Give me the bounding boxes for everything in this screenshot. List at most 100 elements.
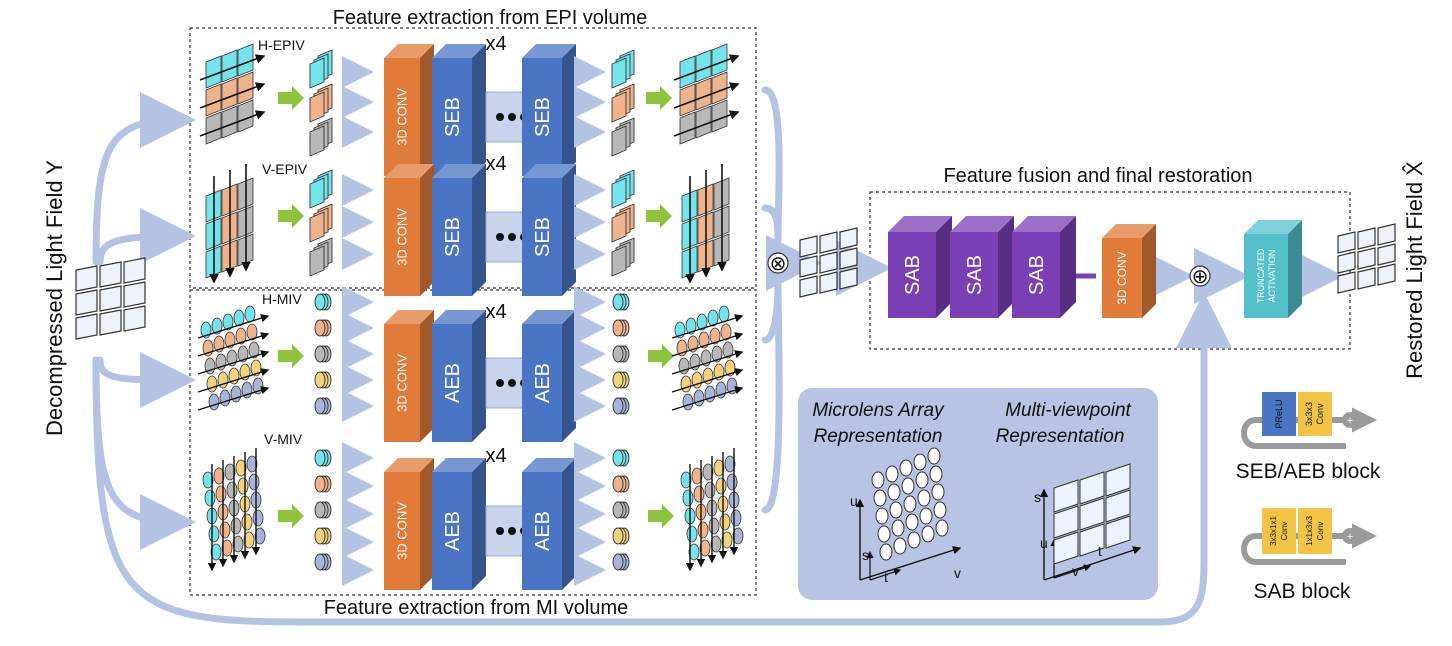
block-label: AEB — [442, 363, 464, 403]
view-cell — [99, 285, 122, 312]
microlens — [901, 477, 915, 495]
microlens — [931, 483, 945, 501]
microlens — [887, 483, 901, 501]
truncated-label: TRUNCATED — [1256, 248, 1266, 303]
view-cell — [123, 305, 146, 332]
microlens — [905, 513, 919, 531]
conv3d-block: 3D CONV — [384, 164, 434, 296]
block-label: SEB — [532, 217, 554, 257]
microlens-title-2: Representation — [814, 426, 943, 447]
microlens — [873, 489, 887, 507]
ellipsis-dot — [496, 527, 504, 535]
v-miv-stack — [314, 449, 332, 571]
h-epiv-arrows-out — [574, 56, 606, 148]
view-cell — [1357, 227, 1376, 250]
output-light-field-grid — [1337, 223, 1396, 294]
h-miv-stack-out — [612, 293, 630, 415]
fusion-conv3d-label: 3D CONV — [1115, 251, 1129, 304]
view-cell — [819, 251, 838, 274]
h-miv-output — [671, 305, 744, 411]
v-epiv-green-arrow — [278, 204, 304, 228]
last-aeb-block: AEB — [522, 310, 576, 442]
repeat-label-2: x4 — [485, 153, 506, 175]
view-cell — [123, 281, 146, 308]
view-cell — [799, 235, 818, 258]
ellipsis-dot — [508, 379, 516, 387]
prelu-box — [1262, 392, 1296, 436]
fusion-title: Feature fusion and final restoration — [943, 165, 1252, 187]
v-epiv-chain: 3D CONV SEB SEB — [384, 164, 576, 296]
microlens — [893, 537, 907, 555]
conv3d-label: 3D CONV — [395, 88, 410, 146]
v-miv-arrows-in — [342, 442, 374, 586]
view-cell — [1357, 247, 1376, 270]
seb-conv-label-1: 3x3x3 — [1304, 402, 1314, 426]
h-miv-arrows-in — [342, 286, 374, 422]
microlens — [935, 519, 949, 537]
v-epiv-green-arrow-out — [646, 204, 672, 228]
multiview-title-1: Multi-viewpoint — [1005, 400, 1131, 421]
h-epiv-stack-out — [611, 49, 635, 157]
microlens — [907, 531, 921, 549]
microlens — [917, 489, 931, 507]
repeat-label-1: x4 — [485, 33, 506, 55]
sab-conv1-label-1: 3x3x1x1 — [1269, 516, 1278, 546]
input-grid — [75, 257, 146, 340]
multiview-axis-v-line — [1053, 564, 1092, 579]
ellipsis-dot — [508, 233, 516, 241]
v-miv-output — [680, 448, 744, 572]
last-seb-block: SEB — [522, 164, 576, 296]
v-epiv-stack — [309, 169, 333, 277]
ellipsis-dot — [496, 379, 504, 387]
epi-title: Feature extraction from EPI volume — [333, 7, 648, 29]
microlens-axis-t: t — [884, 569, 888, 585]
microlens — [927, 447, 941, 465]
v-miv-stack-out — [612, 449, 630, 571]
conv-box — [1298, 392, 1332, 436]
v-epiv-input — [205, 164, 254, 284]
v-epiv-arrows-in — [342, 174, 374, 270]
add-operator — [1189, 265, 1211, 287]
v-miv-input — [202, 448, 266, 572]
view-cell — [75, 265, 98, 292]
view-cell — [1053, 531, 1079, 565]
conv3d-label: 3D CONV — [395, 208, 410, 266]
microlens — [889, 501, 903, 519]
view-cell — [819, 231, 838, 254]
microlens — [915, 471, 929, 489]
view-cell — [799, 255, 818, 278]
v-miv-green-arrow-out — [648, 504, 674, 528]
h-epiv-green-arrow-out — [646, 86, 672, 110]
fused-grid — [799, 227, 858, 298]
multiply-symbol: ⊗ — [770, 253, 787, 275]
view-cell — [839, 227, 858, 250]
sab-conv2-label-1: 1x1x3x3 — [1305, 516, 1314, 546]
input-label: Decompressed Light Field Y — [42, 160, 67, 436]
prelu-label: PReLU — [1274, 399, 1284, 428]
view-cell — [1337, 231, 1356, 254]
input-light-field-grid — [75, 257, 146, 340]
multiply-operator — [767, 252, 789, 274]
sab-label-2: SAB — [964, 255, 986, 295]
microlens — [885, 465, 899, 483]
microlens-axis-v: v — [954, 565, 961, 581]
v-miv-green-arrow — [278, 504, 304, 528]
view-cell — [1377, 263, 1396, 286]
sab-label-3: SAB — [1026, 255, 1048, 295]
sab-block-3: SAB — [1012, 216, 1076, 318]
activation-label: ACTIVATION — [1267, 250, 1277, 303]
block-label: SEB — [442, 97, 464, 137]
seb-aeb-block-label: SEB/AEB block — [1236, 460, 1381, 483]
h-miv-green-arrow — [278, 344, 304, 368]
microlens-axis-v-line — [859, 546, 962, 581]
view-cell — [1053, 505, 1079, 539]
microlens — [903, 495, 917, 513]
view-cell — [1377, 223, 1396, 246]
first-seb-block: SEB — [432, 164, 486, 296]
microlens — [879, 543, 893, 561]
microlens — [871, 471, 885, 489]
h-epiv-input — [199, 43, 266, 145]
